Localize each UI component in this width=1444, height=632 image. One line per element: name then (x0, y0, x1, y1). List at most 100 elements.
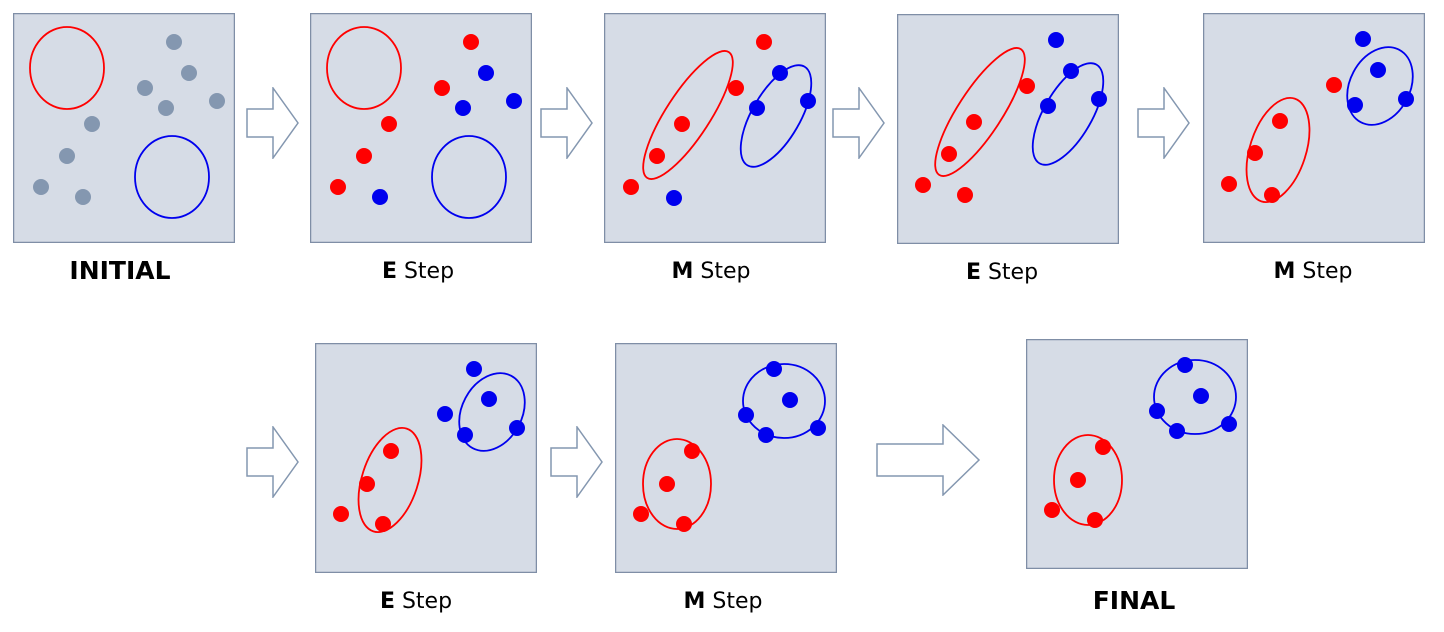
data-point-blue (481, 391, 497, 407)
right-arrow-icon (832, 87, 885, 159)
data-point-red (1326, 77, 1342, 93)
data-point (75, 189, 91, 205)
data-point-red (756, 34, 772, 50)
data-point-blue (1398, 91, 1414, 107)
data-point-red (676, 516, 692, 532)
data-point (181, 65, 197, 81)
data-point-red (434, 80, 450, 96)
data-point-red (383, 443, 399, 459)
data-point-blue (1221, 416, 1237, 432)
data-point-blue (782, 392, 798, 408)
data-point-red (375, 516, 391, 532)
data-point-blue (1048, 32, 1064, 48)
data-point-red (649, 148, 665, 164)
data-point-blue (1370, 62, 1386, 78)
data-point-red (1221, 176, 1237, 192)
panel-label: E Step (381, 259, 455, 284)
data-point-blue (1040, 98, 1056, 114)
panel-m-step-1 (604, 13, 826, 243)
cluster-red-ellipse (357, 427, 423, 533)
data-point-red (623, 179, 639, 195)
data-point-blue (506, 93, 522, 109)
data-point-red (1019, 78, 1035, 94)
data-point-blue (1347, 97, 1363, 113)
data-point-red (333, 506, 349, 522)
data-point-red (359, 476, 375, 492)
data-point-red (330, 179, 346, 195)
data-point (137, 80, 153, 96)
data-point-red (957, 187, 973, 203)
data-point-blue (758, 427, 774, 443)
data-point-blue (1091, 91, 1107, 107)
data-point-red (966, 114, 982, 130)
cluster-blue-ellipse (1153, 359, 1237, 435)
data-point-blue (1169, 423, 1185, 439)
panel-label: FINAL (1092, 586, 1176, 615)
data-point-blue (1193, 388, 1209, 404)
data-point (59, 148, 75, 164)
data-point-blue (478, 65, 494, 81)
data-point-blue (1355, 31, 1371, 47)
data-point-blue (810, 420, 826, 436)
data-point (209, 93, 225, 109)
data-point-red (1070, 472, 1086, 488)
data-point-red (1044, 502, 1060, 518)
right-arrow-icon (540, 87, 593, 159)
data-point-red (915, 177, 931, 193)
data-point-blue (457, 427, 473, 443)
cluster-blue-ellipse (134, 135, 210, 219)
right-arrow-icon (246, 87, 299, 159)
panel-label: E Step (965, 260, 1039, 285)
data-point-blue (738, 407, 754, 423)
cluster-red-ellipse (934, 47, 1026, 177)
panel-e-step-1 (310, 13, 532, 243)
data-point (166, 34, 182, 50)
data-point-red (633, 506, 649, 522)
panel-m-step-2 (1203, 13, 1425, 243)
data-point-blue (766, 361, 782, 377)
data-point-red (1272, 113, 1288, 129)
cluster-red-ellipse (642, 438, 712, 530)
right-arrow-icon (246, 426, 299, 498)
data-point-blue (372, 189, 388, 205)
cluster-red-ellipse (29, 26, 105, 110)
data-point-blue (1063, 63, 1079, 79)
data-point-red (1264, 187, 1280, 203)
data-point-red (728, 80, 744, 96)
cluster-red-ellipse (1053, 434, 1123, 526)
panel-e-step-2 (897, 14, 1119, 244)
data-point-red (381, 116, 397, 132)
panel-label: M Step (1273, 259, 1353, 284)
data-point-red (674, 116, 690, 132)
cluster-blue-ellipse (742, 363, 826, 439)
data-point-blue (1177, 357, 1193, 373)
cluster-red-ellipse (642, 50, 734, 180)
panel-label: M Step (671, 259, 751, 284)
data-point-blue (455, 100, 471, 116)
panel-label: E Step (379, 589, 453, 614)
data-point (84, 116, 100, 132)
cluster-red-ellipse (326, 26, 402, 110)
panel-initial (13, 13, 235, 243)
right-arrow-icon (1137, 87, 1190, 159)
data-point-blue (509, 420, 525, 436)
data-point-blue (437, 406, 453, 422)
data-point-red (1095, 439, 1111, 455)
right-arrow-icon (550, 426, 603, 498)
cluster-blue-ellipse (431, 135, 507, 219)
data-point-red (684, 443, 700, 459)
data-point-blue (666, 190, 682, 206)
data-point-red (941, 146, 957, 162)
data-point-blue (466, 361, 482, 377)
panel-label: INITIAL (69, 256, 171, 285)
data-point (33, 179, 49, 195)
right-arrow-icon (876, 424, 981, 496)
panel-label: M Step (683, 589, 763, 614)
data-point-blue (1149, 403, 1165, 419)
data-point (158, 100, 174, 116)
cluster-red-ellipse (1245, 97, 1311, 203)
data-point-red (1247, 145, 1263, 161)
data-point-red (356, 148, 372, 164)
data-point-blue (749, 100, 765, 116)
panel-e-step-3 (315, 343, 537, 573)
